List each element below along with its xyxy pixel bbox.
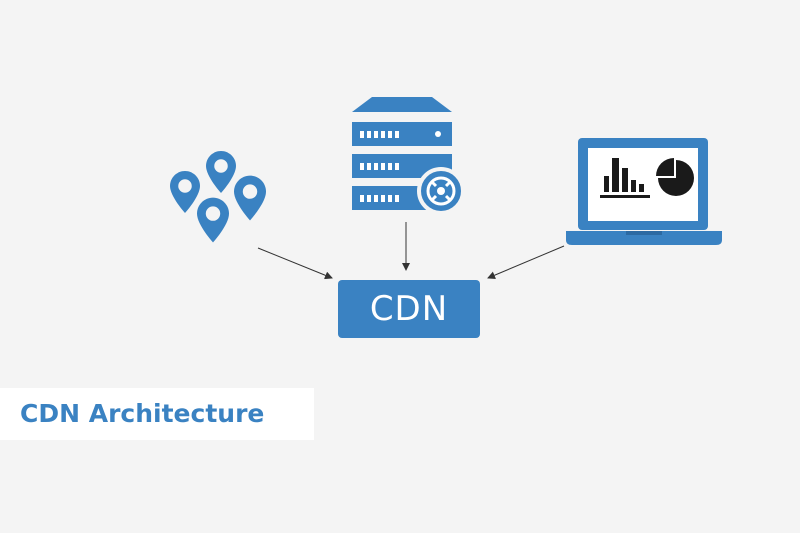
pie-chart-icon	[656, 158, 694, 196]
map-pin-icon	[170, 171, 200, 213]
map-pin-cluster-icon	[170, 151, 266, 243]
arrow-laptop-to-cdn	[487, 245, 565, 279]
server-rack-icon	[352, 97, 465, 215]
laptop-analytics-icon	[566, 138, 722, 245]
caption-title: CDN Architecture	[20, 399, 265, 428]
cdn-node: CDN	[338, 280, 480, 338]
map-pin-icon	[234, 175, 266, 221]
map-pin-icon	[197, 197, 229, 243]
arrow-locations-to-cdn	[257, 247, 333, 280]
caption-banner: CDN Architecture	[0, 388, 314, 440]
bar-chart-icon	[600, 158, 650, 198]
shield-badge-icon	[417, 167, 465, 215]
map-pin-icon	[206, 151, 236, 193]
connection-arrows	[257, 222, 565, 280]
cdn-node-label: CDN	[369, 289, 449, 329]
